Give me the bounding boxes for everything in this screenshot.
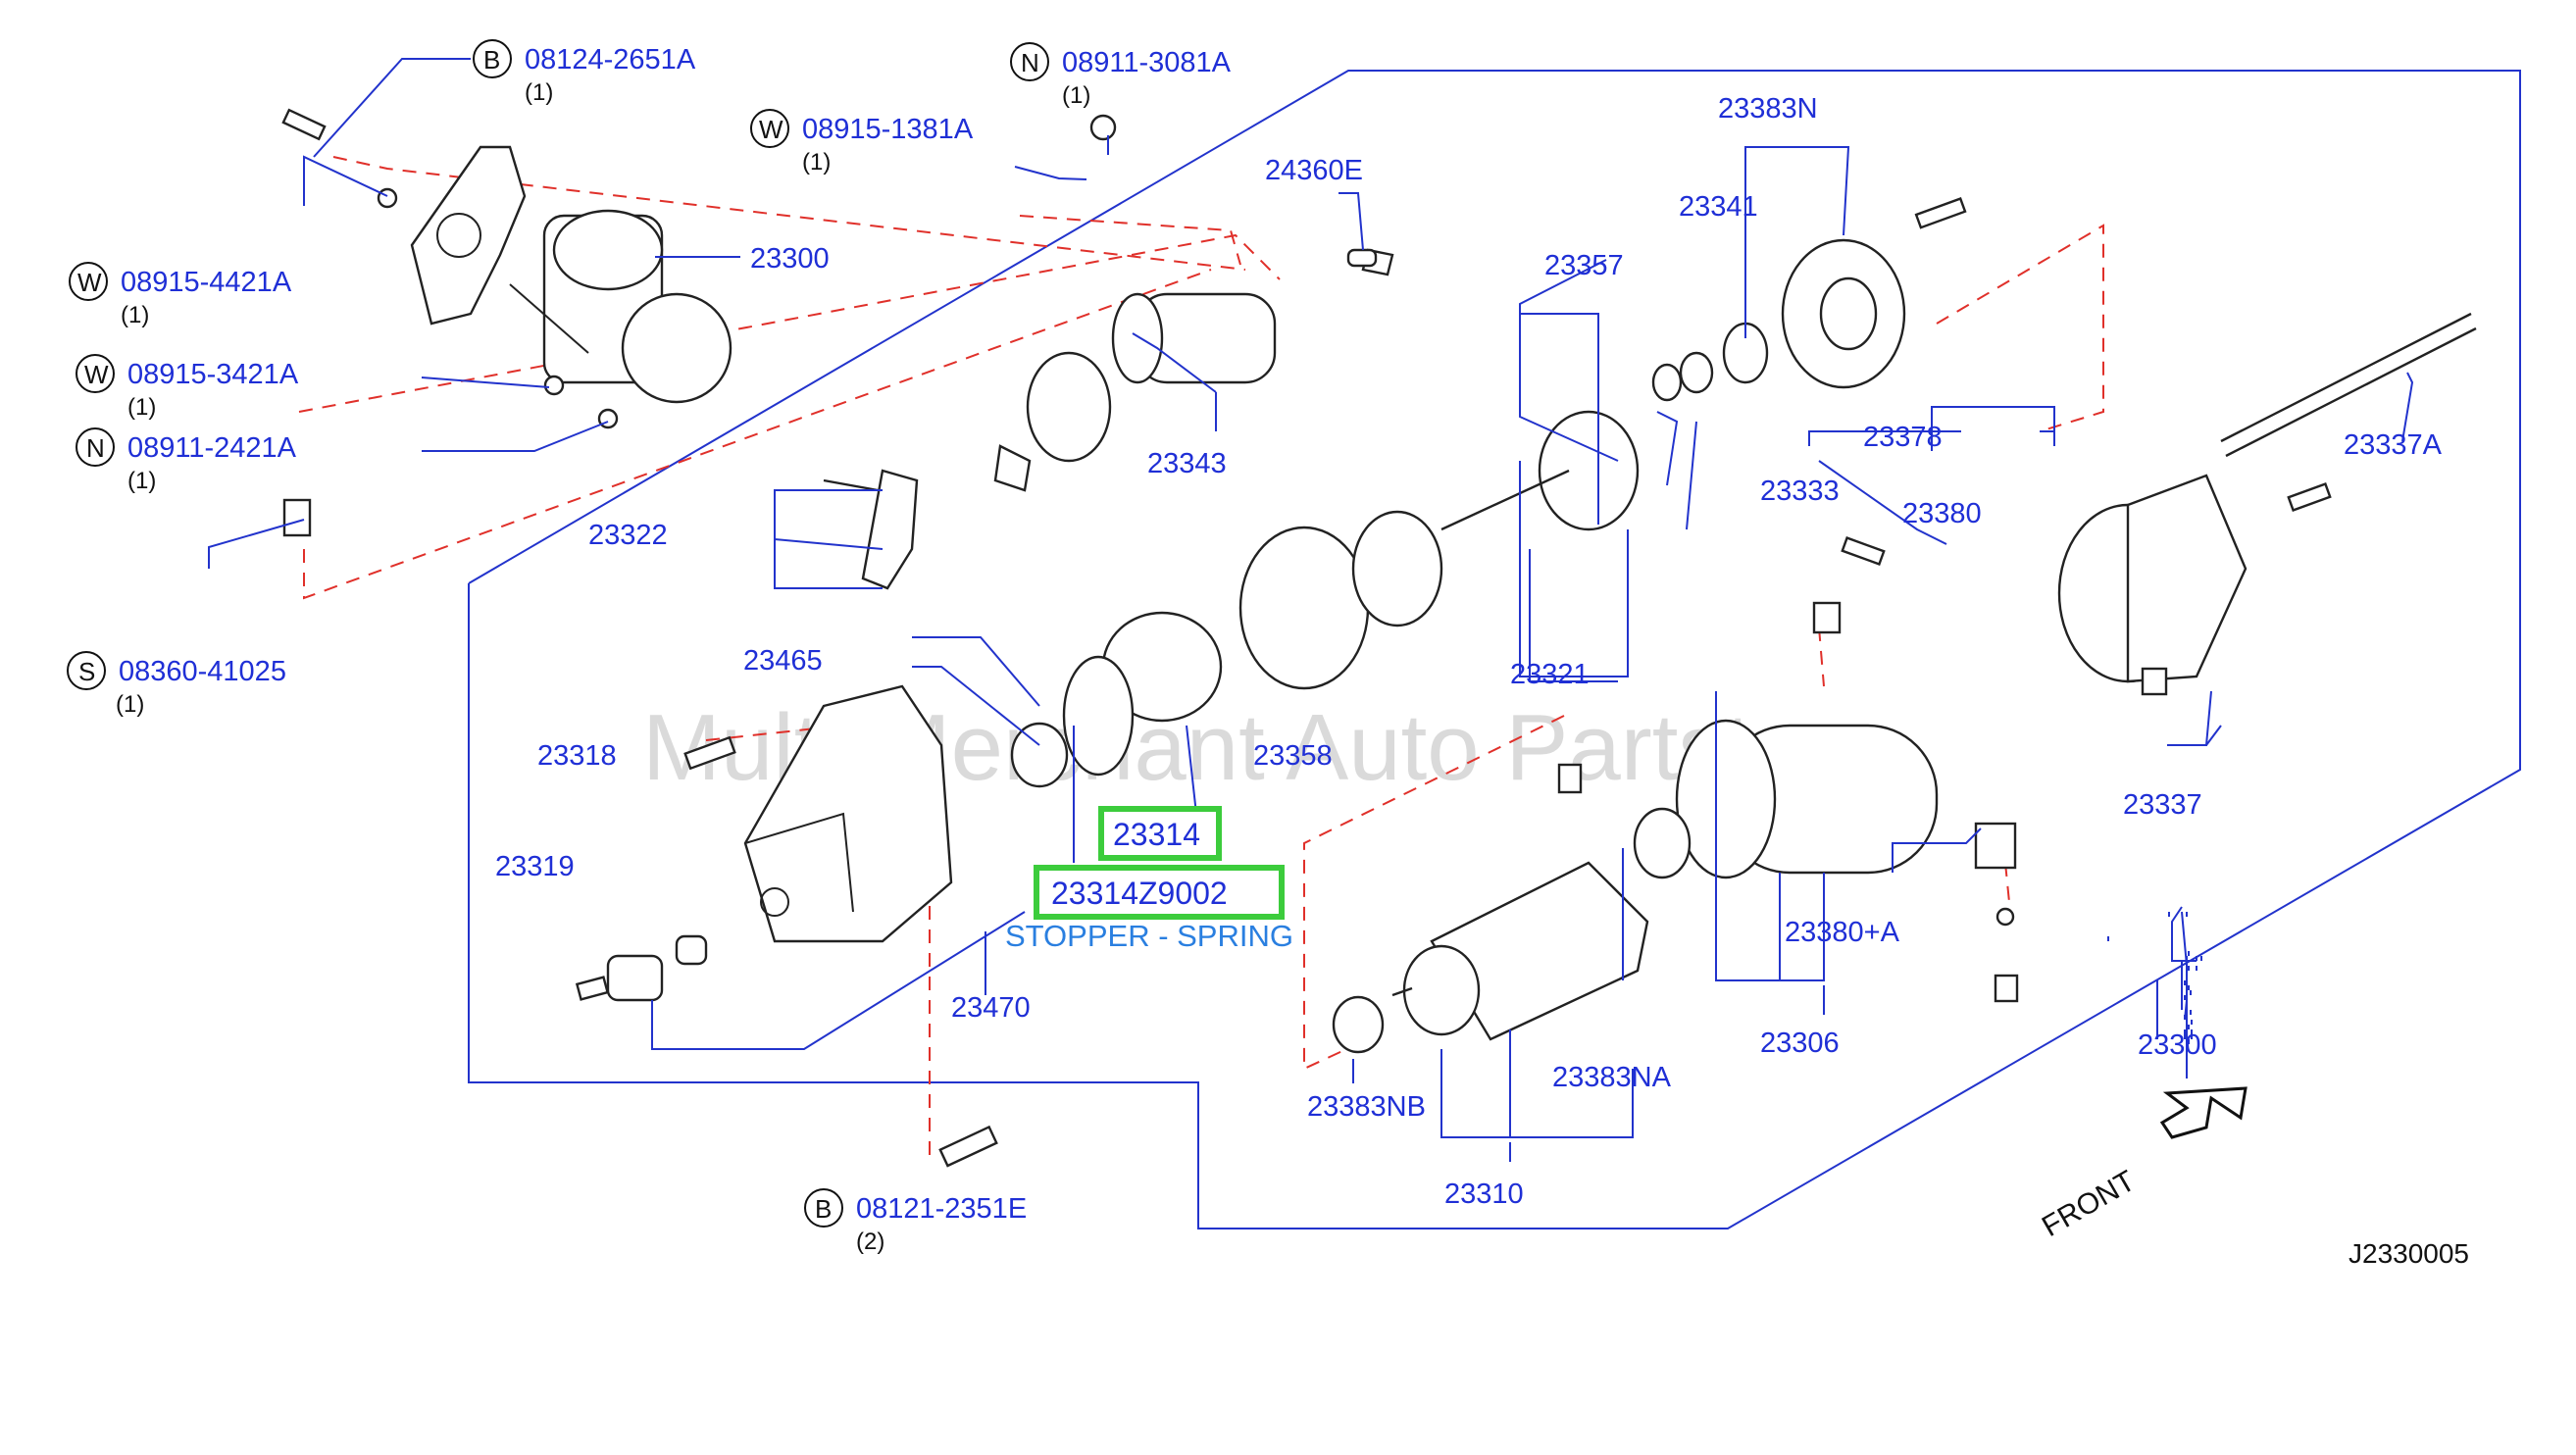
highlight-part-desc: STOPPER - SPRING xyxy=(1005,919,1293,953)
fastener-prefix: W xyxy=(84,360,109,389)
fastener-number[interactable]: 08911-2421A xyxy=(127,432,297,464)
fastener-prefix: B xyxy=(483,45,500,75)
brush-holder-drawing xyxy=(1675,238,1939,879)
part-label[interactable]: 23337A xyxy=(2344,429,2443,461)
front-label: FRONT xyxy=(2037,1165,2141,1243)
part-label[interactable]: 23300 xyxy=(2138,1029,2217,1061)
highlight-box-main xyxy=(1098,806,1222,861)
fastener-number[interactable]: 08124-2651A xyxy=(525,44,696,75)
fastener-qty: (1) xyxy=(127,468,156,494)
part-labels: 23300 24360E 23383N 23341 23357 23343 23… xyxy=(495,93,2443,1210)
part-label[interactable]: 23470 xyxy=(951,992,1031,1024)
part-label[interactable]: 23310 xyxy=(1444,1179,1524,1210)
part-label[interactable]: 23357 xyxy=(1544,250,1624,281)
fastener-qty: (1) xyxy=(116,691,144,718)
fastener-callouts: B 08124-2651A (1) N 08911-3081A (1) W 08… xyxy=(67,39,1232,1255)
part-label[interactable]: 23337 xyxy=(2123,789,2202,821)
part-label[interactable]: 23319 xyxy=(495,851,575,882)
leader-lines xyxy=(208,58,2414,1162)
fastener-prefix: W xyxy=(77,268,102,297)
fastener-qty: (1) xyxy=(802,149,831,176)
fastener-prefix: S xyxy=(78,657,95,686)
highlight-part-sub[interactable]: 23314Z9002 xyxy=(1051,876,1228,911)
part-label[interactable]: 23358 xyxy=(1253,740,1333,772)
part-label[interactable]: 23343 xyxy=(1147,448,1227,479)
highlight-part-main[interactable]: 23314 xyxy=(1113,817,1200,852)
small-hardware-drawing xyxy=(281,108,2332,1168)
part-label[interactable]: 23465 xyxy=(743,645,823,677)
shift-lever-drawing xyxy=(823,469,919,590)
part-label[interactable]: 23300 xyxy=(750,243,830,275)
fastener-qty: (2) xyxy=(856,1229,884,1255)
planetary-shaft-drawing xyxy=(1238,322,1769,690)
fastener-qty: (1) xyxy=(525,79,553,106)
highlight-callouts: 23314 23314Z9002 STOPPER - SPRING xyxy=(1005,806,1293,953)
part-label[interactable]: 23341 xyxy=(1679,191,1758,223)
assembly-frame xyxy=(468,70,2521,1229)
part-label[interactable]: 23318 xyxy=(537,740,617,772)
yoke-drawing xyxy=(2057,312,2477,683)
front-arrow: FRONT xyxy=(2037,1086,2248,1243)
fastener-number[interactable]: 08915-3421A xyxy=(127,359,299,390)
part-label[interactable]: 23321 xyxy=(1510,659,1590,690)
fastener-prefix: N xyxy=(86,433,105,463)
fastener-number[interactable]: 08911-3081A xyxy=(1062,47,1232,78)
fastener-number[interactable]: 08915-1381A xyxy=(802,114,974,145)
fastener-number[interactable]: 08915-4421A xyxy=(121,267,292,298)
fastener-qty: (1) xyxy=(1062,82,1090,109)
part-label[interactable]: 23383NA xyxy=(1552,1062,1672,1093)
fastener-number[interactable]: 08360-41025 xyxy=(119,656,286,687)
solenoid-drawing xyxy=(1111,248,1394,384)
fastener-prefix: W xyxy=(759,115,783,144)
part-label[interactable]: 23383NB xyxy=(1307,1091,1426,1123)
starter-motor-drawing xyxy=(410,145,732,404)
fastener-number[interactable]: 08121-2351E xyxy=(856,1193,1027,1225)
part-label[interactable]: 24360E xyxy=(1265,155,1363,186)
part-label[interactable]: 23322 xyxy=(588,520,668,551)
fastener-prefix: B xyxy=(815,1194,832,1224)
armature-drawing xyxy=(1332,807,1692,1054)
drawing-code: J2330005 xyxy=(2349,1238,2469,1269)
fastener-qty: (1) xyxy=(121,302,149,328)
highlight-box-sub xyxy=(1034,865,1285,920)
part-label[interactable]: 23306 xyxy=(1760,1028,1840,1059)
part-label[interactable]: 23380 xyxy=(1902,498,1982,529)
fastener-qty: (1) xyxy=(127,394,156,421)
part-label[interactable]: 23383N xyxy=(1718,93,1818,125)
part-label[interactable]: 23380+A xyxy=(1785,917,1900,948)
fastener-prefix: N xyxy=(1021,48,1039,77)
pinion-clutch-drawing xyxy=(1010,611,1223,788)
part-label[interactable]: 23378 xyxy=(1863,422,1943,453)
gear-housing-drawing xyxy=(743,351,1112,943)
part-label[interactable]: 23333 xyxy=(1760,476,1840,507)
